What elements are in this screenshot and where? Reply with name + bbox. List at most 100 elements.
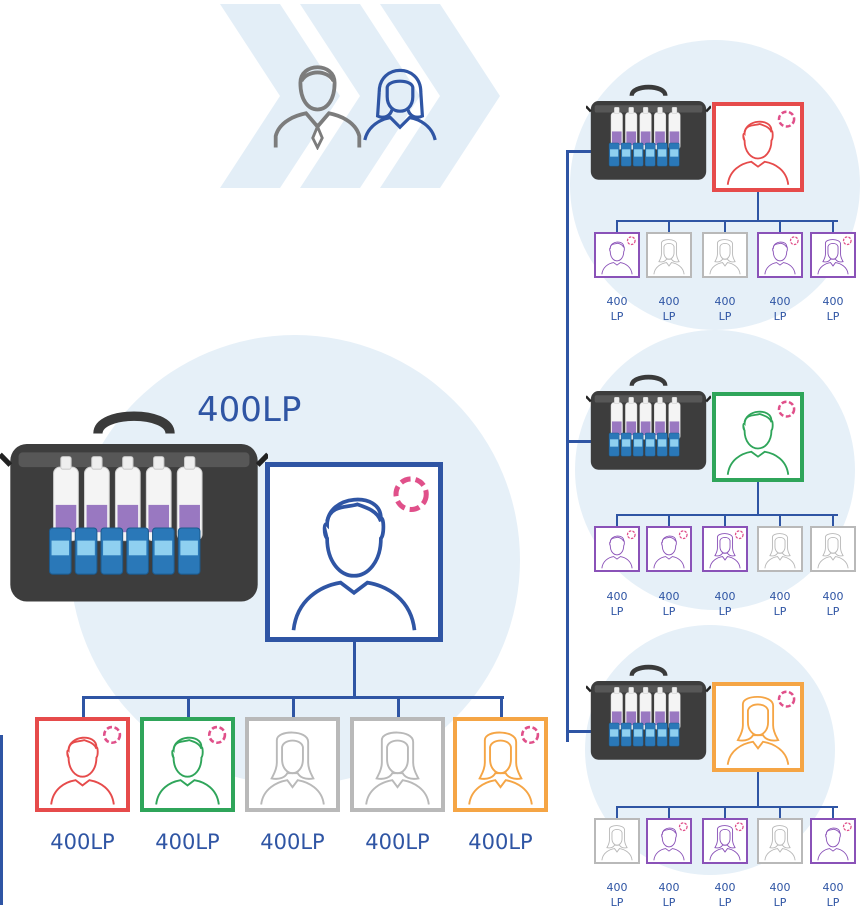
connector-line <box>353 642 356 698</box>
connector-line <box>779 220 781 232</box>
lp-label-top: 400 <box>822 590 844 603</box>
connector-line <box>616 220 618 232</box>
lp-label-top: 400 <box>714 590 736 603</box>
lp-label: 400LP <box>260 830 325 854</box>
female-avatar-icon <box>704 528 746 570</box>
lp-label-bottom: LP <box>610 605 624 618</box>
lp-label-top: 400 <box>606 881 628 894</box>
connector-line <box>616 806 618 818</box>
starter-kit-bag <box>0 402 268 612</box>
member-box[interactable] <box>35 717 130 812</box>
male-avatar-icon <box>596 234 638 276</box>
connector-line <box>397 696 400 718</box>
female-avatar-icon <box>704 234 746 276</box>
businesswoman-icon <box>363 68 437 141</box>
businessman-icon <box>273 65 362 150</box>
female-avatar-icon <box>249 721 336 808</box>
member-box[interactable] <box>453 717 548 812</box>
lp-label-bottom: LP <box>826 605 840 618</box>
member-box[interactable] <box>594 232 640 278</box>
female-avatar-icon <box>457 721 544 808</box>
male-avatar-icon <box>270 467 438 637</box>
starter-kit-bag <box>586 370 711 475</box>
member-box[interactable] <box>810 232 856 278</box>
member-box[interactable] <box>265 462 443 642</box>
connector-line <box>500 696 503 718</box>
member-box[interactable] <box>646 526 692 572</box>
member-box[interactable] <box>712 682 804 772</box>
male-avatar-icon <box>759 234 801 276</box>
member-box[interactable] <box>702 232 748 278</box>
lp-label-top: 400 <box>714 295 736 308</box>
lp-label-top: 400 <box>769 590 791 603</box>
male-avatar-icon <box>144 721 231 808</box>
lp-label-top: 400 <box>658 881 680 894</box>
connector-line <box>568 730 594 733</box>
lp-label-bottom: LP <box>662 896 676 909</box>
starter-kit-bag <box>586 80 711 185</box>
lp-label: 400LP <box>155 830 220 854</box>
member-box[interactable] <box>245 717 340 812</box>
male-avatar-icon <box>648 820 690 862</box>
lp-label-top: 400 <box>822 881 844 894</box>
female-avatar-icon <box>716 686 800 768</box>
female-avatar-icon <box>596 820 638 862</box>
female-avatar-icon <box>648 234 690 276</box>
female-avatar-icon <box>704 820 746 862</box>
connector-line <box>0 735 3 905</box>
connector-line <box>566 150 569 742</box>
connector-line <box>616 514 838 516</box>
male-avatar-icon <box>39 721 126 808</box>
member-box[interactable] <box>757 232 803 278</box>
connector-line <box>757 192 759 220</box>
member-box[interactable] <box>646 232 692 278</box>
lp-label-bottom: LP <box>773 896 787 909</box>
lp-label-bottom: LP <box>773 310 787 323</box>
lp-label-bottom: LP <box>610 896 624 909</box>
connector-line <box>616 220 838 222</box>
member-box[interactable] <box>140 717 235 812</box>
chevron-arrows <box>220 4 500 188</box>
male-avatar-icon <box>596 528 638 570</box>
lp-label-bottom: LP <box>826 310 840 323</box>
lp-label-top: 400 <box>606 590 628 603</box>
lp-label-bottom: LP <box>826 896 840 909</box>
female-avatar-icon <box>812 234 854 276</box>
female-avatar-icon <box>812 528 854 570</box>
connector-line <box>616 806 838 808</box>
connector-line <box>779 806 781 818</box>
male-avatar-icon <box>812 820 854 862</box>
connector-line <box>757 482 759 514</box>
lp-label-top: 400 <box>714 881 736 894</box>
connector-line <box>779 514 781 526</box>
lp-label-bottom: LP <box>718 605 732 618</box>
male-avatar-icon <box>716 106 800 188</box>
member-box[interactable] <box>702 818 748 864</box>
connector-line <box>668 220 670 232</box>
lp-label: 400LP <box>365 830 430 854</box>
lp-label-top: 400 <box>769 295 791 308</box>
member-box[interactable] <box>712 392 804 482</box>
lp-label-bottom: LP <box>718 310 732 323</box>
starter-kit-bag <box>586 660 711 765</box>
connector-line <box>616 514 618 526</box>
male-avatar-icon <box>648 528 690 570</box>
member-box[interactable] <box>594 818 640 864</box>
member-box[interactable] <box>810 526 856 572</box>
female-avatar-icon <box>759 528 801 570</box>
member-box[interactable] <box>646 818 692 864</box>
lp-label: 400LP <box>50 830 115 854</box>
member-box[interactable] <box>757 818 803 864</box>
lp-label-top: 400 <box>606 295 628 308</box>
member-box[interactable] <box>702 526 748 572</box>
lp-label-bottom: LP <box>610 310 624 323</box>
member-box[interactable] <box>810 818 856 864</box>
lp-label-bottom: LP <box>662 310 676 323</box>
lp-label-bottom: LP <box>718 896 732 909</box>
member-box[interactable] <box>350 717 445 812</box>
member-box[interactable] <box>712 102 804 192</box>
member-box[interactable] <box>594 526 640 572</box>
female-avatar-icon <box>354 721 441 808</box>
member-box[interactable] <box>757 526 803 572</box>
connector-line <box>82 696 85 718</box>
